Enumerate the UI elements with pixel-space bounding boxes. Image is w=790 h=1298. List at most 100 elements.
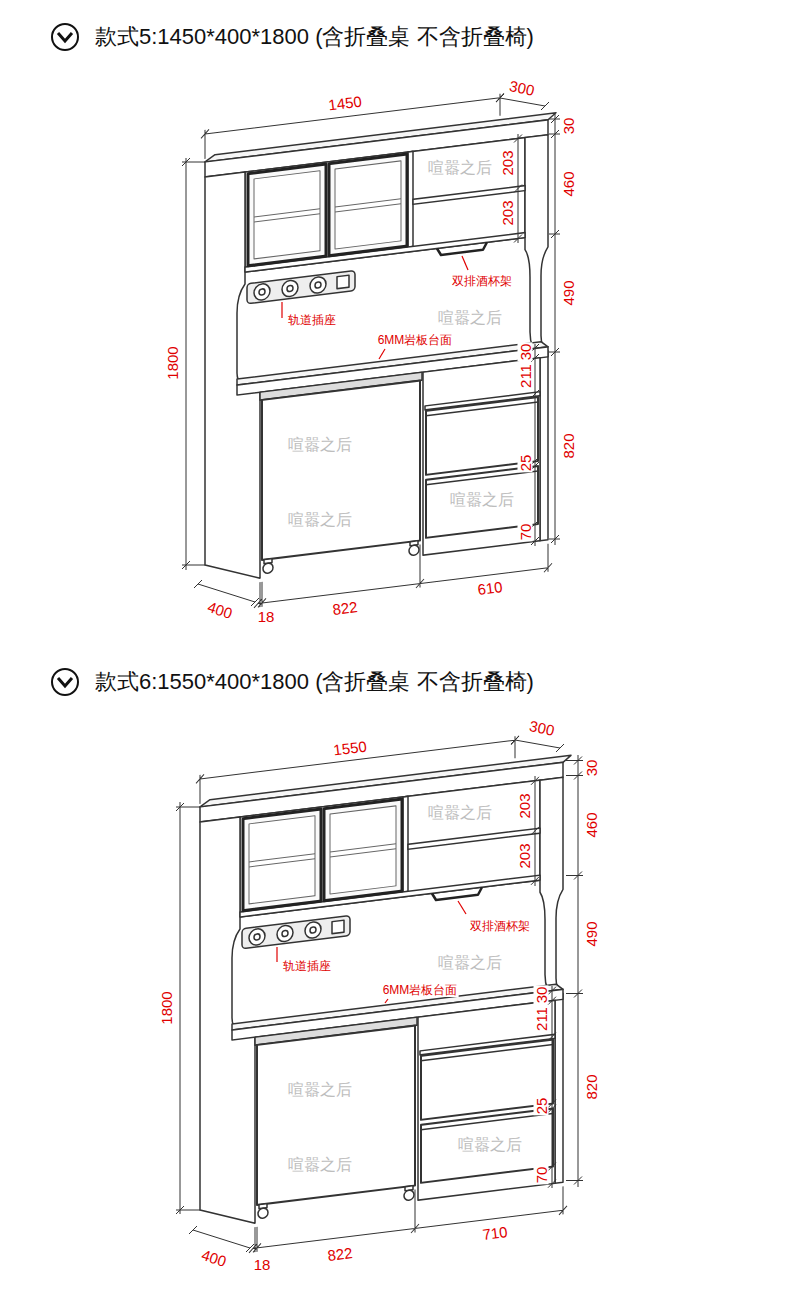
dimension-label: 400 (205, 599, 235, 622)
dimension-line (182, 158, 205, 570)
leader-lines (277, 256, 468, 1003)
style-heading: 款式5:1450*400*1800 (含折叠桌 不含折叠椅) (95, 26, 534, 48)
icon-chevron (58, 33, 72, 41)
icon-ring (52, 24, 78, 50)
dimension-label: 300 (507, 78, 537, 98)
switch (337, 275, 349, 288)
dimension-label: 30 (584, 759, 599, 778)
dimension-line (496, 94, 549, 110)
chevron-icon (52, 24, 78, 50)
socket-hole (315, 282, 321, 289)
dimension-label: 820 (584, 1073, 599, 1100)
dimension-line (201, 93, 504, 159)
glass-door (329, 154, 407, 256)
glass-pane (335, 161, 401, 249)
dimension-label: 25 (534, 1097, 549, 1116)
dimension-label: 300 (527, 718, 557, 738)
drawer (421, 1040, 553, 1120)
leader-line (379, 349, 385, 359)
socket-hole (282, 930, 288, 937)
watermark: 喧嚣之后 (438, 310, 502, 326)
dimension-line (189, 1226, 254, 1252)
dimension-line (549, 114, 560, 545)
chevron-icon (52, 669, 78, 695)
socket (305, 921, 321, 939)
dimension-label: 400 (199, 1247, 229, 1270)
socket (249, 928, 265, 946)
drawer-groove (426, 402, 538, 416)
switch (332, 920, 344, 933)
dimension-line (249, 1171, 567, 1253)
callout-label: 6MM岩板台面 (377, 333, 454, 347)
socket-hole (254, 934, 260, 941)
dimension-label: 822 (326, 1245, 355, 1263)
watermark: 喧嚣之后 (428, 805, 492, 821)
caster (409, 545, 419, 556)
watermark: 喧嚣之后 (450, 492, 514, 508)
callout-label: 6MM岩板台面 (382, 983, 459, 997)
inner-shelf (335, 199, 401, 212)
dimension-label: 25 (518, 454, 533, 473)
watermark: 喧嚣之后 (288, 1157, 352, 1173)
glass-rack (437, 242, 487, 255)
dimension-line (254, 528, 552, 608)
dimension-label: 70 (518, 523, 533, 542)
callout-label: 轨道插座 (287, 313, 337, 327)
watermark: 喧嚣之后 (288, 512, 352, 528)
inner-shelf (330, 844, 396, 857)
dimension-label: 710 (481, 1224, 510, 1242)
watermark: 喧嚣之后 (288, 1082, 352, 1098)
leader-line (462, 256, 468, 270)
caster (404, 1190, 414, 1201)
socket-rail (242, 915, 350, 948)
dimension-line (531, 776, 539, 886)
dimension-label: 211 (518, 363, 533, 389)
dimension-label: 1550 (332, 738, 369, 757)
drawer-groove (421, 1114, 553, 1130)
callout-label: 双排酒杯架 (469, 919, 531, 933)
folding-table (257, 1026, 415, 1205)
dimension-label: 30 (534, 986, 549, 1005)
dimension-label: 18 (257, 609, 276, 624)
socket (254, 283, 270, 301)
glass-pane (254, 171, 320, 259)
dimension-line (176, 802, 200, 1214)
caster (263, 563, 273, 574)
inner-shelf (249, 854, 315, 867)
socket (282, 279, 298, 297)
folding-table (262, 381, 420, 560)
socket (310, 276, 326, 294)
cabinet-drawing (201, 87, 556, 615)
drawer-cabinet (418, 1000, 555, 1200)
socket-hole (259, 289, 265, 296)
dimension-label: 610 (476, 579, 505, 597)
socket-rail (247, 270, 355, 303)
dimension-label: 203 (517, 792, 532, 819)
dimension-label: 203 (500, 149, 515, 176)
dimension-label: 820 (561, 432, 576, 459)
dimension-label: 460 (561, 170, 576, 197)
leader-line (281, 302, 282, 318)
dimension-label: 18 (253, 1257, 272, 1272)
watermark: 喧嚣之后 (458, 1137, 522, 1153)
dimension-label: 490 (584, 920, 599, 947)
glass-pane (330, 806, 396, 894)
icon-chevron (58, 678, 72, 686)
drawer-groove (421, 1045, 553, 1061)
glass-rack (432, 887, 482, 900)
dimension-label: 203 (517, 842, 532, 869)
watermark: 喧嚣之后 (438, 955, 502, 971)
upper-cabinet-back (245, 138, 525, 272)
dimension-label: 211 (534, 1006, 549, 1032)
dimension-line (514, 134, 522, 243)
dimension-line (196, 736, 519, 805)
leader-line (458, 901, 466, 914)
glass-door (324, 799, 402, 901)
leader-line (385, 999, 388, 1003)
socket (277, 924, 293, 942)
dimension-label: 822 (331, 599, 360, 617)
drawer-groove (426, 471, 538, 485)
socket-hole (287, 285, 293, 292)
